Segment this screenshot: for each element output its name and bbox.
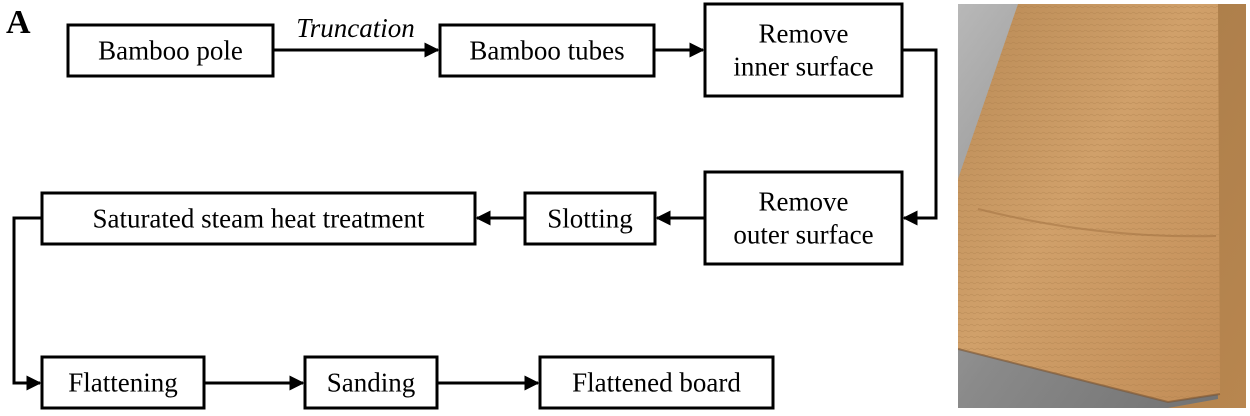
node-label: Slotting: [547, 204, 633, 234]
node-box: [40, 355, 206, 410]
node-box: [438, 23, 656, 78]
edge-steam-to-flattening: [12, 216, 42, 391]
node-bamboo-tubes: Bamboo tubes: [438, 23, 656, 78]
node-bamboo-pole: Bamboo pole: [66, 23, 275, 78]
node-label: outer surface: [733, 220, 873, 250]
edge-remove-inner-to-remove-outer: [902, 48, 938, 226]
node-slotting: Slotting: [523, 191, 657, 246]
node-box: [40, 191, 477, 246]
node-box: [303, 355, 439, 410]
node-label: Sanding: [327, 368, 416, 398]
node-label: Flattening: [68, 368, 178, 398]
node-label: Remove: [759, 19, 849, 49]
node-box: [703, 170, 904, 266]
bamboo-board-photo: [958, 4, 1246, 408]
node-label: Saturated steam heat treatment: [92, 204, 425, 234]
node-label: inner surface: [733, 52, 873, 82]
panel-label-a: A: [6, 4, 31, 41]
node-steam: Saturated steam heat treatment: [40, 191, 477, 246]
node-flattening: Flattening: [40, 355, 206, 410]
node-box: [523, 191, 657, 246]
node-label: Remove: [759, 187, 849, 217]
node-box: [538, 355, 775, 410]
node-label: Bamboo pole: [98, 36, 243, 66]
node-flattened-board: Flattened board: [538, 355, 775, 410]
node-label: Bamboo tubes: [469, 36, 624, 66]
node-label: Flattened board: [572, 368, 741, 398]
node-box: [703, 2, 904, 98]
node-sanding: Sanding: [303, 355, 439, 410]
node-box: [66, 23, 275, 78]
lower-board: [1038, 4, 1246, 408]
edge-label: Truncation: [296, 13, 415, 43]
